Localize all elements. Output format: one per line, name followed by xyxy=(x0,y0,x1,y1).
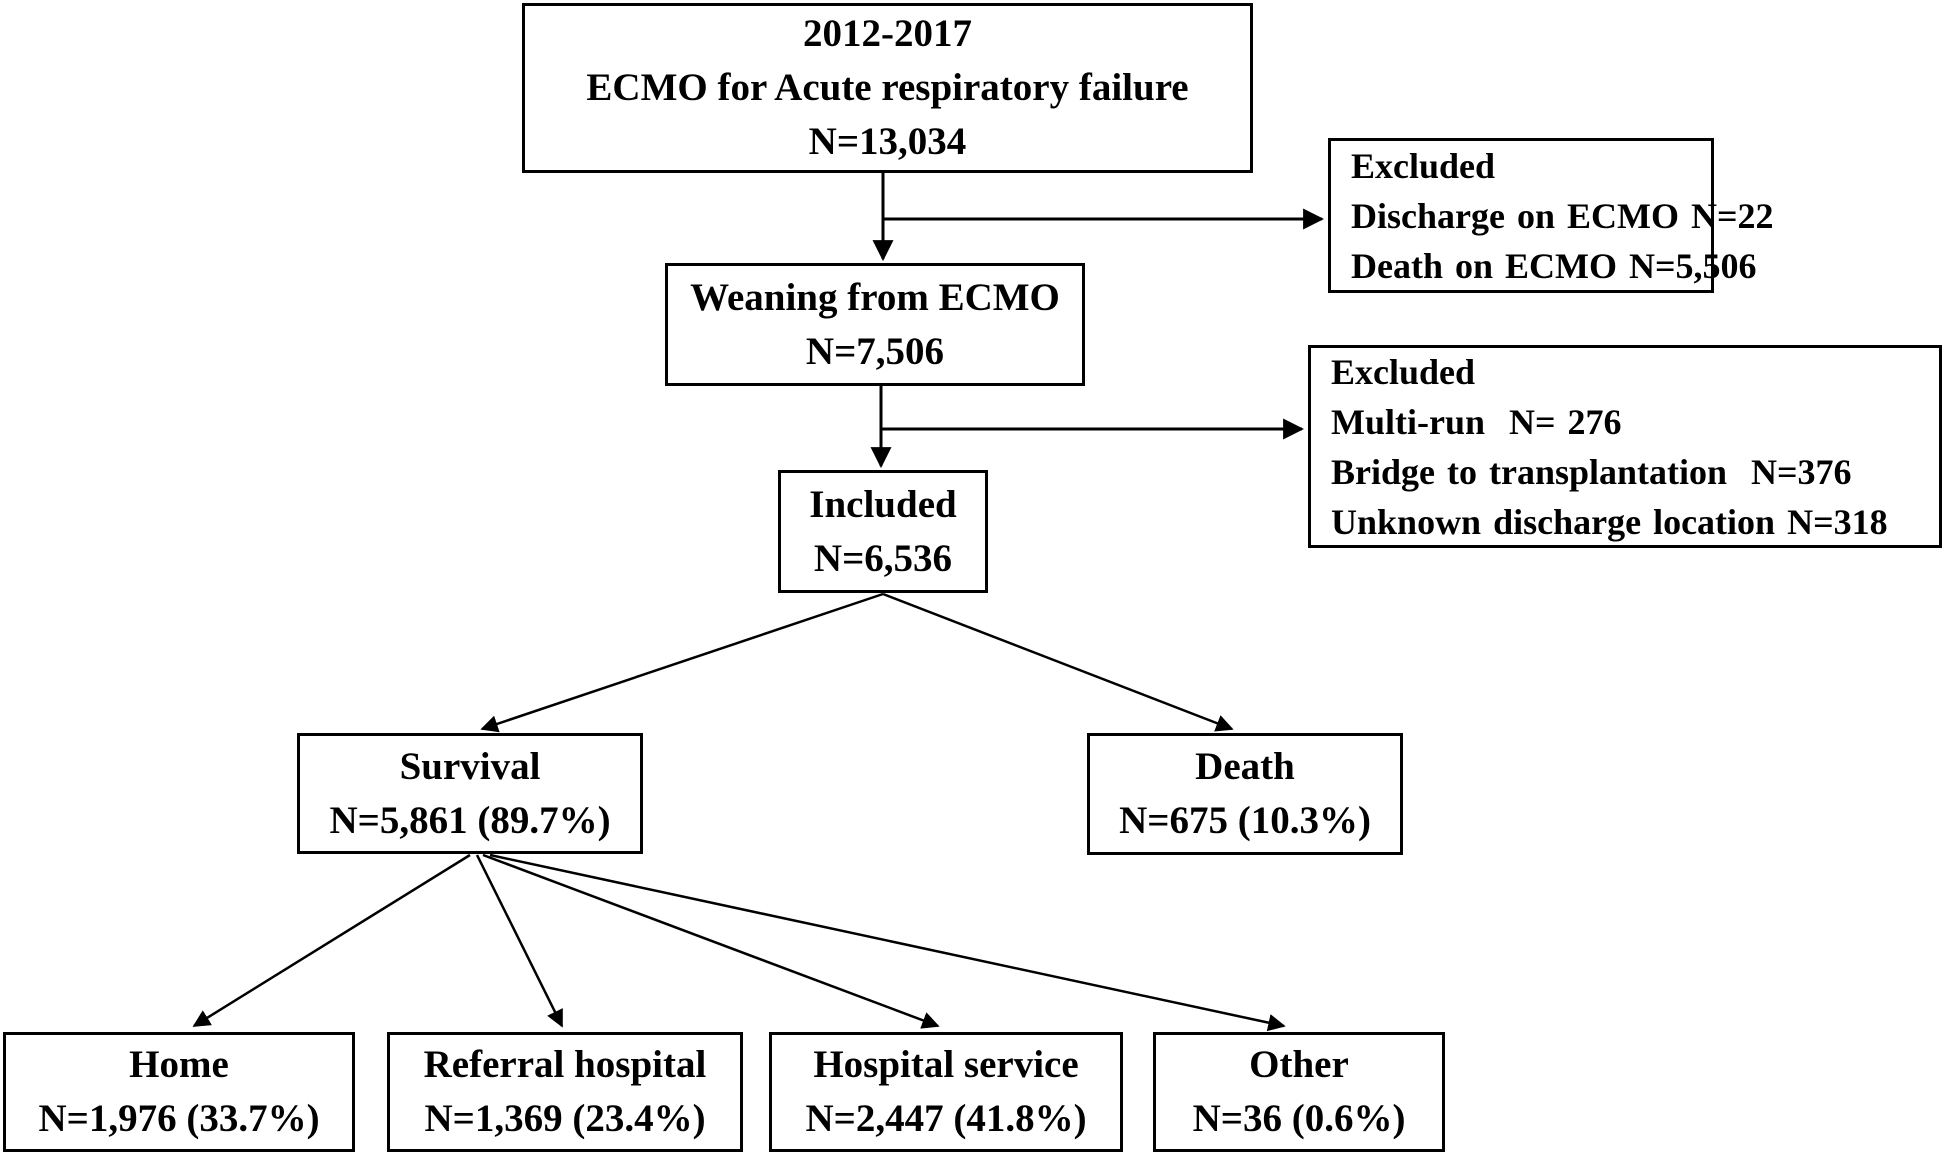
excluded1-title: Excluded xyxy=(1351,145,1496,186)
included-label: Included xyxy=(809,482,957,526)
hospital-service-count: N=2,447 (41.8%) xyxy=(805,1097,1087,1140)
other-box: Other N=36 (0.6%) xyxy=(1153,1032,1445,1152)
death-box: Death N=675 (10.3%) xyxy=(1087,733,1403,855)
referral-label: Referral hospital xyxy=(423,1043,707,1086)
excluded2-multi-run: Multi-run N= 276 xyxy=(1331,401,1622,442)
excluded1-death-on-ecmo: Death on ECMO N=5,506 xyxy=(1351,245,1757,286)
enrollment-years: 2012-2017 xyxy=(803,12,972,55)
included-count: N=6,536 xyxy=(813,536,953,580)
excluded1-discharge-on-ecmo: Discharge on ECMO N=22 xyxy=(1351,195,1774,236)
hospital-service-label: Hospital service xyxy=(813,1043,1079,1086)
excluded2-title: Excluded xyxy=(1331,351,1476,392)
arrow-included-to-death xyxy=(882,592,1234,732)
arrow-included-to-survival xyxy=(480,592,884,733)
excluded-second-box: Excluded Multi-run N= 276 Bridge to tran… xyxy=(1308,345,1942,548)
survival-label: Survival xyxy=(399,744,541,788)
weaning-count: N=7,506 xyxy=(805,329,945,373)
referral-count: N=1,369 (23.4%) xyxy=(424,1097,706,1140)
arrow-survival-to-hospital-service xyxy=(482,853,940,1029)
referral-hospital-box: Referral hospital N=1,369 (23.4%) xyxy=(387,1032,743,1152)
arrow-survival-to-referral xyxy=(475,854,564,1028)
enrollment-count: N=13,034 xyxy=(808,120,967,163)
weaning-label: Weaning from ECMO xyxy=(690,275,1060,319)
other-label: Other xyxy=(1249,1043,1349,1086)
home-box: Home N=1,976 (33.7%) xyxy=(3,1032,355,1152)
survival-count: N=5,861 (89.7%) xyxy=(329,798,611,842)
enrollment-label: ECMO for Acute respiratory failure xyxy=(586,66,1189,109)
hospital-service-box: Hospital service N=2,447 (41.8%) xyxy=(769,1032,1123,1152)
arrow-survival-to-home xyxy=(192,853,471,1028)
excluded-first-box: Excluded Discharge on ECMO N=22 Death on… xyxy=(1328,138,1774,293)
excluded2-unknown-location: Unknown discharge location N=318 xyxy=(1331,501,1888,542)
weaning-box: Weaning from ECMO N=7,506 xyxy=(665,263,1085,386)
included-box: Included N=6,536 xyxy=(778,470,988,593)
survival-box: Survival N=5,861 (89.7%) xyxy=(297,733,643,854)
death-label: Death xyxy=(1195,745,1295,788)
excluded2-bridge-transplant: Bridge to transplantation N=376 xyxy=(1331,451,1852,492)
home-count: N=1,976 (33.7%) xyxy=(38,1097,320,1140)
other-count: N=36 (0.6%) xyxy=(1192,1097,1406,1140)
enrollment-box: 2012-2017 ECMO for Acute respiratory fai… xyxy=(522,3,1253,173)
death-count: N=675 (10.3%) xyxy=(1119,799,1371,842)
arrow-survival-to-other xyxy=(489,853,1286,1032)
home-label: Home xyxy=(129,1043,229,1086)
